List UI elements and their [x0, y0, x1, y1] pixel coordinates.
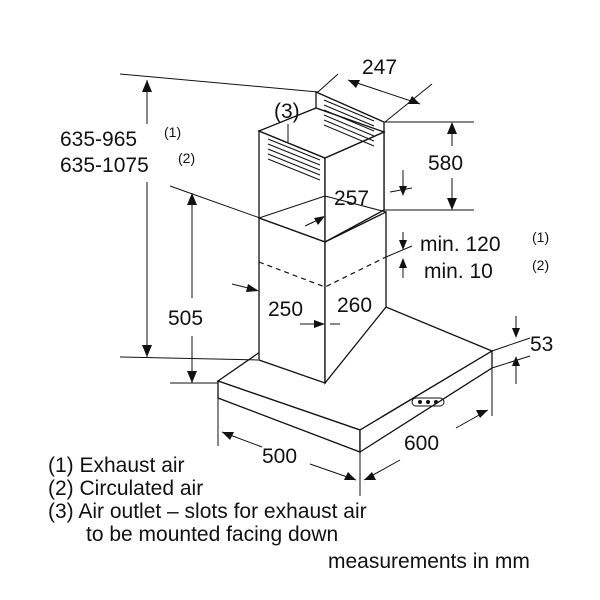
label-257: 257 [334, 187, 369, 210]
lower-duct-side-face [324, 210, 387, 385]
note-2-min: (2) [532, 257, 549, 273]
label-min-120: min. 120 [420, 233, 501, 256]
upper-duct-top [257, 107, 386, 159]
control-button [434, 400, 438, 404]
units-note: measurements in mm [328, 550, 530, 573]
label-min-10: min. 10 [424, 260, 493, 283]
label-580: 580 [428, 152, 463, 175]
label-505: 505 [168, 307, 203, 330]
lower-duct-top-edge [324, 195, 387, 213]
legend: (1) Exhaust air (2) Circulated air (3) A… [48, 454, 367, 546]
dimension-lines [119, 73, 531, 496]
legend-item-exhaust: (1) Exhaust air [48, 454, 185, 477]
air-outlet-slots [267, 99, 375, 181]
control-panel [411, 397, 445, 407]
lower-duct [258, 195, 387, 385]
label-247: 247 [362, 56, 397, 79]
label-air-outlet-marker: (3) [274, 100, 300, 123]
lower-duct-top-edge [258, 195, 326, 219]
note-1-min: (1) [532, 229, 549, 245]
note-2: (2) [178, 150, 195, 166]
label-250: 250 [268, 298, 303, 321]
control-button [426, 400, 430, 404]
dimension-labels: 247 (3) 635-965 (1) 635-1075 (2) 580 257… [60, 56, 553, 468]
note-1: (1) [164, 124, 181, 140]
legend-item-air-outlet-continued: to be mounted facing down [86, 523, 339, 546]
legend-item-air-outlet: (3) Air outlet – slots for exhaust air [48, 500, 367, 523]
control-button [418, 400, 422, 404]
label-total-height-1: 635-965 [60, 128, 137, 151]
label-total-height-2: 635-1075 [60, 154, 149, 177]
label-600: 600 [404, 432, 439, 455]
upper-duct [257, 91, 386, 244]
label-260: 260 [337, 294, 372, 317]
label-53: 53 [530, 333, 553, 356]
legend-item-circulated: (2) Circulated air [48, 477, 204, 500]
label-500: 500 [262, 445, 297, 468]
